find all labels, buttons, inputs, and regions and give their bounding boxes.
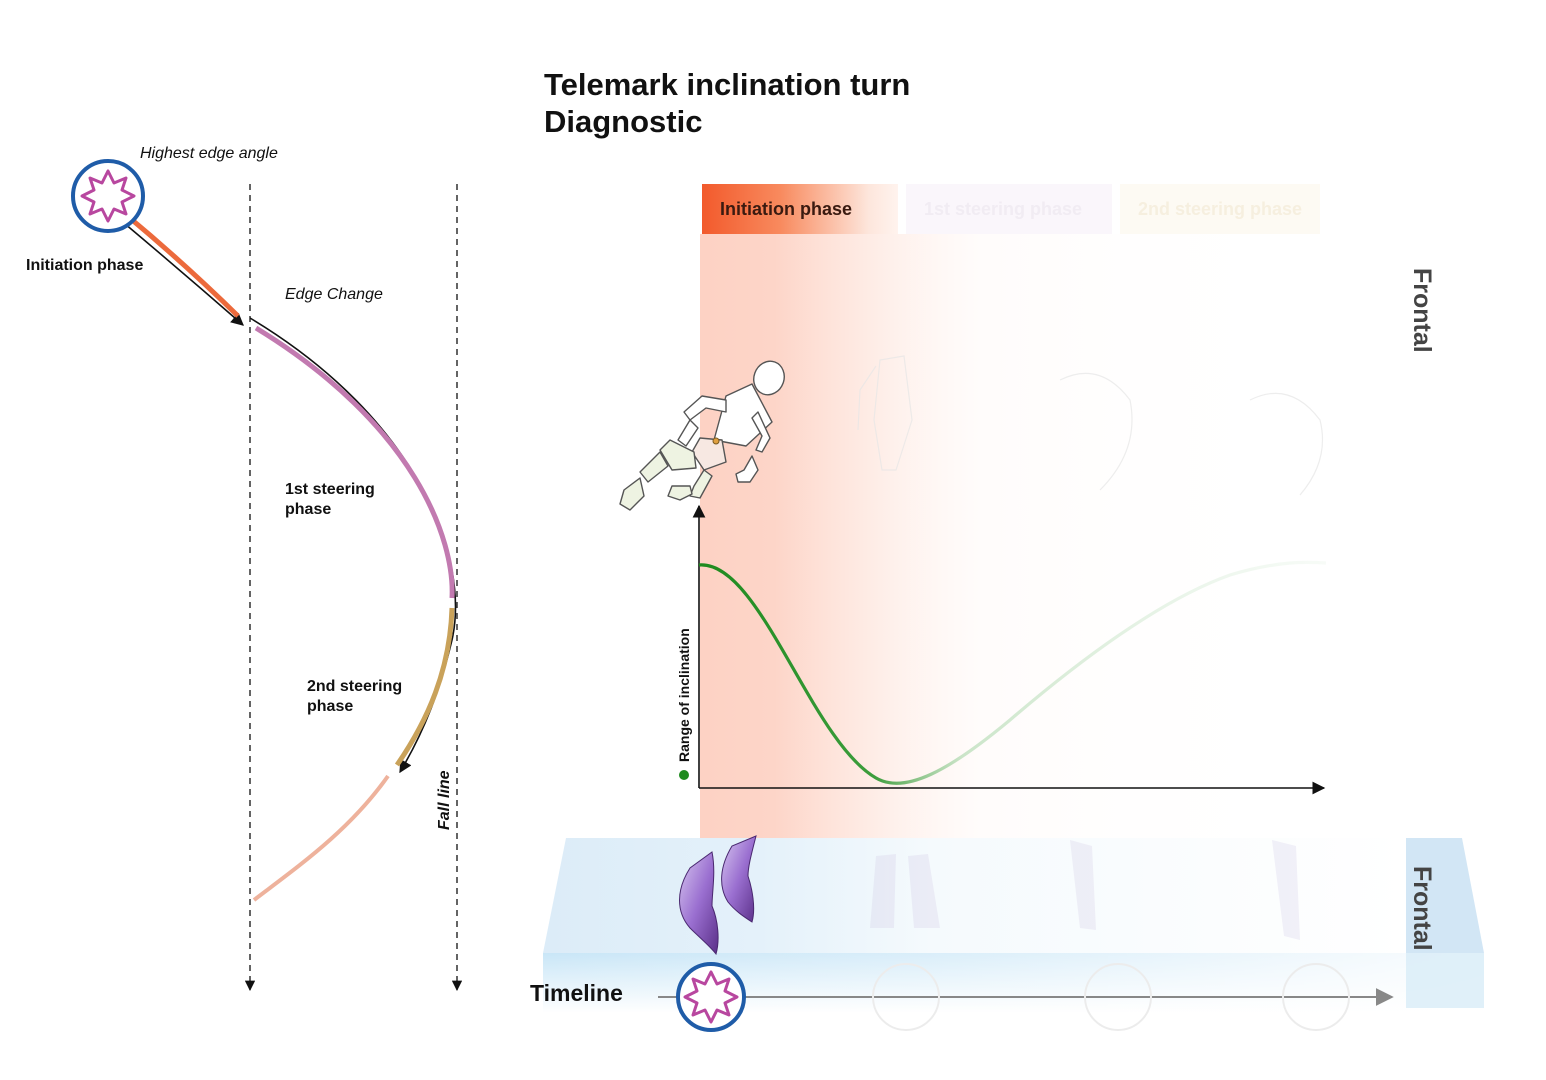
- tab-second-steering-phase[interactable]: 2nd steering phase: [1138, 199, 1303, 219]
- transition-segment: [252, 774, 390, 902]
- star-burst-icon: [71, 159, 145, 233]
- initiation-arrow: [117, 217, 244, 326]
- timeline-ghost-markers: [872, 963, 1350, 1031]
- tab-second-steering-bg: [1120, 184, 1320, 234]
- inclination-chart: [679, 504, 1327, 795]
- first-steering-segment: [254, 325, 455, 599]
- legend-dot: [679, 770, 689, 780]
- ski-boot-icon: [679, 835, 757, 956]
- title-line-1: Telemark inclination turn: [544, 67, 911, 102]
- highest-edge-angle-label: Highest edge angle: [140, 145, 278, 162]
- ghost-boots: [870, 840, 1300, 940]
- page-title: Telemark inclination turn Diagnostic: [544, 66, 910, 140]
- edge-change-label: Edge Change: [285, 286, 383, 303]
- turn-path-diagram: [71, 159, 463, 992]
- view-label-frontal-bottom: Frontal: [1408, 866, 1436, 951]
- ghost-figures: [857, 355, 1324, 496]
- title-line-2: Diagnostic: [544, 104, 703, 139]
- phase-highlight: [700, 234, 1320, 838]
- inclination-curve: [698, 560, 1327, 785]
- second-steering-label: 2nd steering phase: [307, 678, 403, 715]
- initiation-phase-label: Initiation phase: [26, 257, 144, 274]
- chart-ylabel: Range of inclination: [676, 628, 692, 762]
- first-steering-label: 1st steering phase: [285, 481, 375, 518]
- tab-first-steering-phase[interactable]: 1st steering phase: [924, 199, 1083, 219]
- initiation-segment: [123, 212, 240, 318]
- tab-first-steering-bg: [906, 184, 1112, 234]
- view-label-frontal-top: Frontal: [1408, 268, 1436, 353]
- fall-line-label: Fall line: [436, 770, 453, 830]
- ski-platform: [543, 838, 1484, 1013]
- timeline-label: Timeline: [530, 980, 623, 1006]
- skier-figure-icon: [619, 360, 785, 511]
- tab-initiation-bg: [702, 184, 898, 234]
- tab-initiation-phase[interactable]: Initiation phase: [720, 199, 853, 219]
- second-steering-segment: [394, 607, 455, 767]
- timeline-star-burst-icon: [676, 962, 746, 1032]
